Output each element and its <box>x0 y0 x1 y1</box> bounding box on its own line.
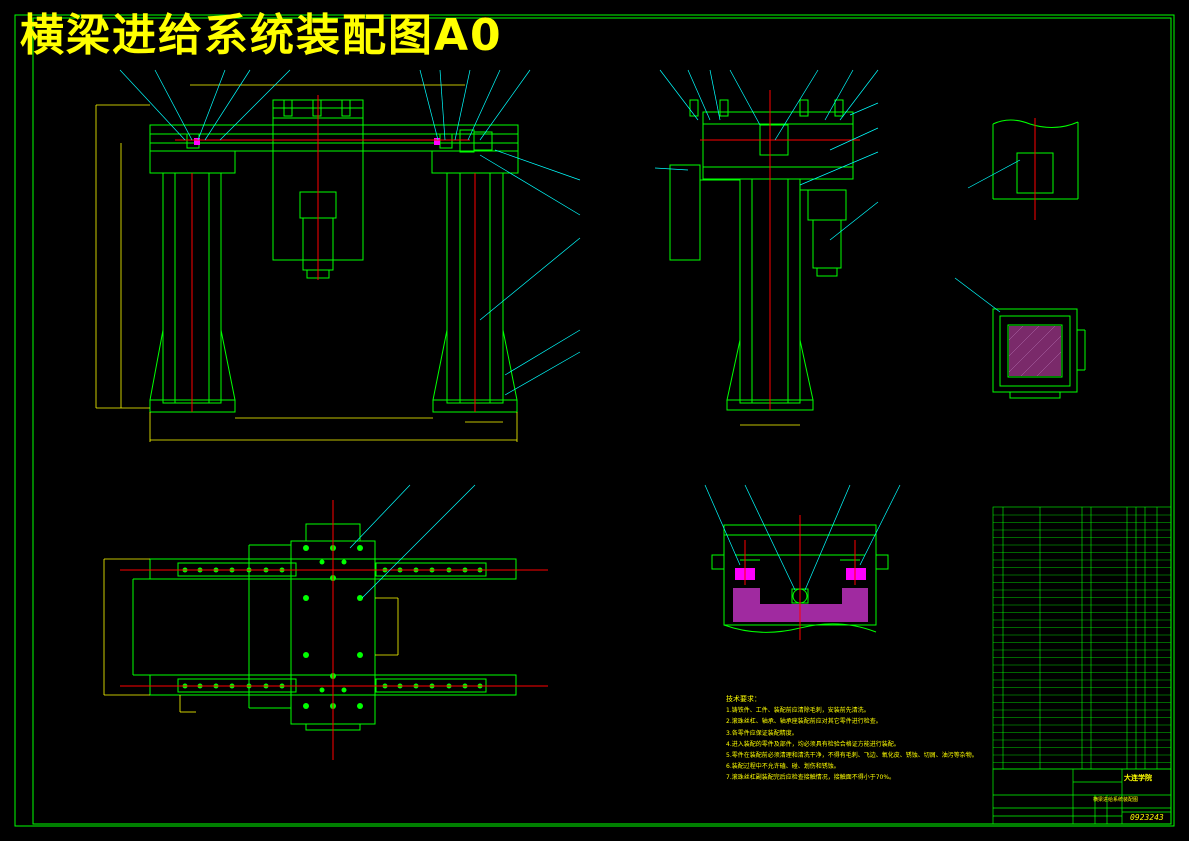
technical-requirements: 技术要求： 1.铸铁件、工件、装配前应清除毛刺，安装前先清洗。 2.滚珠丝杠、轴… <box>726 694 978 784</box>
front-view-leaders <box>119 69 581 396</box>
drawing-name: 横梁进给系统装配图 <box>1093 797 1139 803</box>
side-view-centerlines <box>700 90 860 410</box>
section-cc-leader <box>954 277 1001 313</box>
drawing-number: 0923243 <box>1130 813 1164 822</box>
section-aa-centerlines <box>744 515 856 640</box>
technical-requirement-item: 7.滚珠丝杠副装配完后应检查接触情况，接触面不得小于70%。 <box>726 774 896 782</box>
detail-b-leader <box>967 159 1021 189</box>
technical-requirement-item: 4.进入装配的零件及部件，均必须具有检验合格证方能进行装配。 <box>726 740 900 748</box>
technical-requirement-item: 5.零件在装配前必须清理和清洗干净，不得有毛刺、飞边、氧化皮、锈蚀、切屑、油污等… <box>726 752 978 760</box>
technical-requirement-item: 3.各零件应保证装配精度。 <box>726 729 798 737</box>
school-name: 大连学院 <box>1124 774 1152 782</box>
inner-frame <box>32 17 1172 825</box>
technical-requirement-item: 6.装配过程中不允许磕、碰、划伤和锈蚀。 <box>726 763 840 771</box>
top-view-dimensions <box>103 558 399 713</box>
title-block <box>992 768 1172 825</box>
drawing-title: 横梁进给系统装配图A0 <box>20 10 503 61</box>
top-view-leaders <box>349 484 476 599</box>
side-view-leaders <box>654 69 879 241</box>
front-view-dimensions <box>95 84 518 442</box>
technical-requirement-item: 2.滚珠丝杠、轴承、轴承座装配前应对其它零件进行检查。 <box>726 718 882 726</box>
technical-requirement-item: 1.铸铁件、工件、装配前应清除毛刺，安装前先清洗。 <box>726 707 870 715</box>
section-cc-view <box>992 308 1086 399</box>
parts-list-rows <box>993 514 1171 763</box>
technical-requirements-heading: 技术要求： <box>726 695 761 703</box>
section-cc-hatch-lines <box>1008 325 1062 377</box>
front-view-hatch <box>194 138 440 145</box>
parts-list <box>992 506 1172 770</box>
top-view-centerlines <box>120 500 548 760</box>
section-aa-leaders <box>704 484 901 591</box>
outer-frame <box>14 14 1175 827</box>
front-view-centerlines <box>175 95 476 412</box>
section-cc-hatch <box>1009 326 1061 376</box>
